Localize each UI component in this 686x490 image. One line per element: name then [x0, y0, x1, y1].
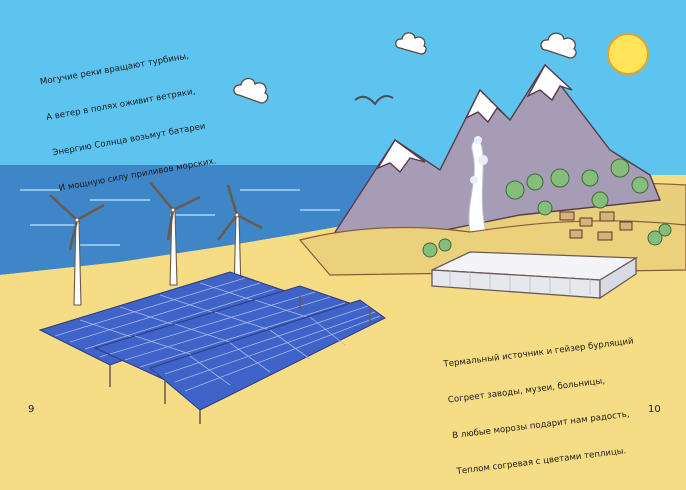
poem-right: Термальный источник и гейзер бурлящий Со…	[440, 312, 649, 490]
wind-turbine	[217, 184, 263, 291]
poem-line: А ветер в полях оживит ветряки,	[45, 86, 197, 123]
geyser	[468, 136, 488, 233]
page-number-right: 10	[648, 404, 661, 415]
poem-line: Могучие реки вращают турбины,	[39, 51, 190, 88]
sea	[0, 165, 400, 275]
wind-turbine	[149, 181, 201, 286]
page-number-left: 9	[28, 404, 35, 415]
sun	[607, 33, 649, 75]
wind-turbine	[49, 194, 105, 306]
sea-highlights	[20, 189, 340, 246]
solar-panel-row	[93, 285, 372, 381]
poem-left: Могучие реки вращают турбины, А ветер в …	[35, 25, 219, 206]
clouds	[233, 32, 577, 104]
solar-panels	[38, 271, 386, 424]
poem-line: Термальный источник и гейзер бурлящий	[443, 336, 635, 370]
greenhouse	[431, 251, 639, 300]
solar-panel-row	[148, 299, 386, 411]
seagull	[354, 95, 394, 106]
mountains	[328, 63, 661, 241]
poem-line: Теплом согревая с цветами теплицы.	[456, 446, 627, 477]
trees	[422, 158, 672, 258]
poem-line: Энергию Солнца возьмут батареи	[51, 121, 207, 159]
illustration	[0, 0, 686, 424]
poem-line: Согреет заводы, музеи, больницы,	[447, 376, 606, 406]
village	[559, 211, 633, 241]
wind-turbines	[49, 181, 263, 306]
